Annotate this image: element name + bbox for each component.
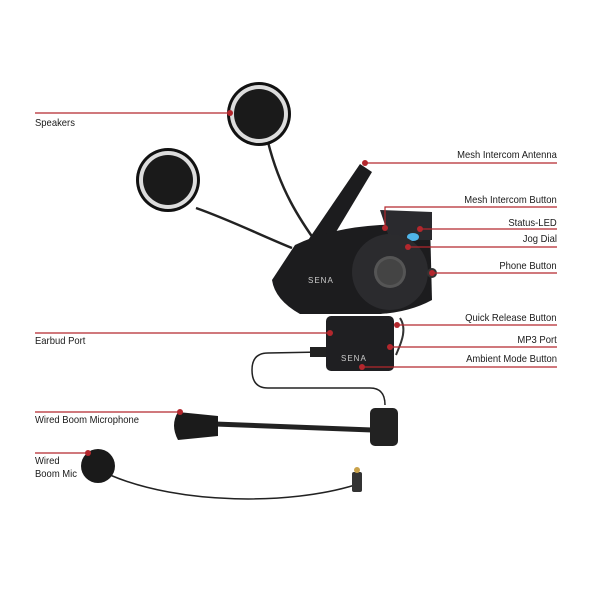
mic-pad — [370, 408, 398, 446]
label-phone-button: Phone Button — [499, 260, 557, 272]
label-mesh-intercom-antenna: Mesh Intercom Antenna — [457, 149, 557, 161]
brand-logo: SENA — [308, 276, 334, 285]
mic-cable — [251, 351, 386, 406]
label-mp3-port: MP3 Port — [517, 334, 557, 346]
label-jog-dial: Jog Dial — [522, 233, 557, 245]
status-led-icon — [407, 233, 419, 241]
label-wired-boom-mic-2: Boom Mic — [35, 468, 78, 480]
callout-lines — [35, 112, 557, 454]
connector-icon — [352, 472, 362, 492]
speaker-cable — [266, 141, 320, 246]
label-earbud-port: Earbud Port — [35, 335, 86, 347]
boom-arm — [214, 421, 373, 433]
label-speakers: Speakers — [35, 117, 75, 129]
brand-logo: SENA — [341, 354, 367, 363]
boom-microphone-icon — [174, 412, 218, 440]
clamp-unit — [326, 316, 394, 371]
label-status-led: Status-LED — [508, 217, 557, 229]
label-quick-release-button: Quick Release Button — [465, 312, 557, 324]
label-wired-boom-mic-1: Wired — [35, 455, 60, 467]
label-ambient-mode-button: Ambient Mode Button — [466, 353, 557, 365]
label-mesh-intercom-button: Mesh Intercom Button — [464, 194, 557, 206]
label-wired-boom-microphone: Wired Boom Microphone — [35, 414, 139, 426]
wired-mic-icon — [81, 449, 115, 483]
speaker-icon — [227, 82, 291, 146]
speaker-icon — [136, 148, 200, 212]
callout-dots — [85, 110, 435, 456]
speaker-cable — [195, 206, 293, 250]
